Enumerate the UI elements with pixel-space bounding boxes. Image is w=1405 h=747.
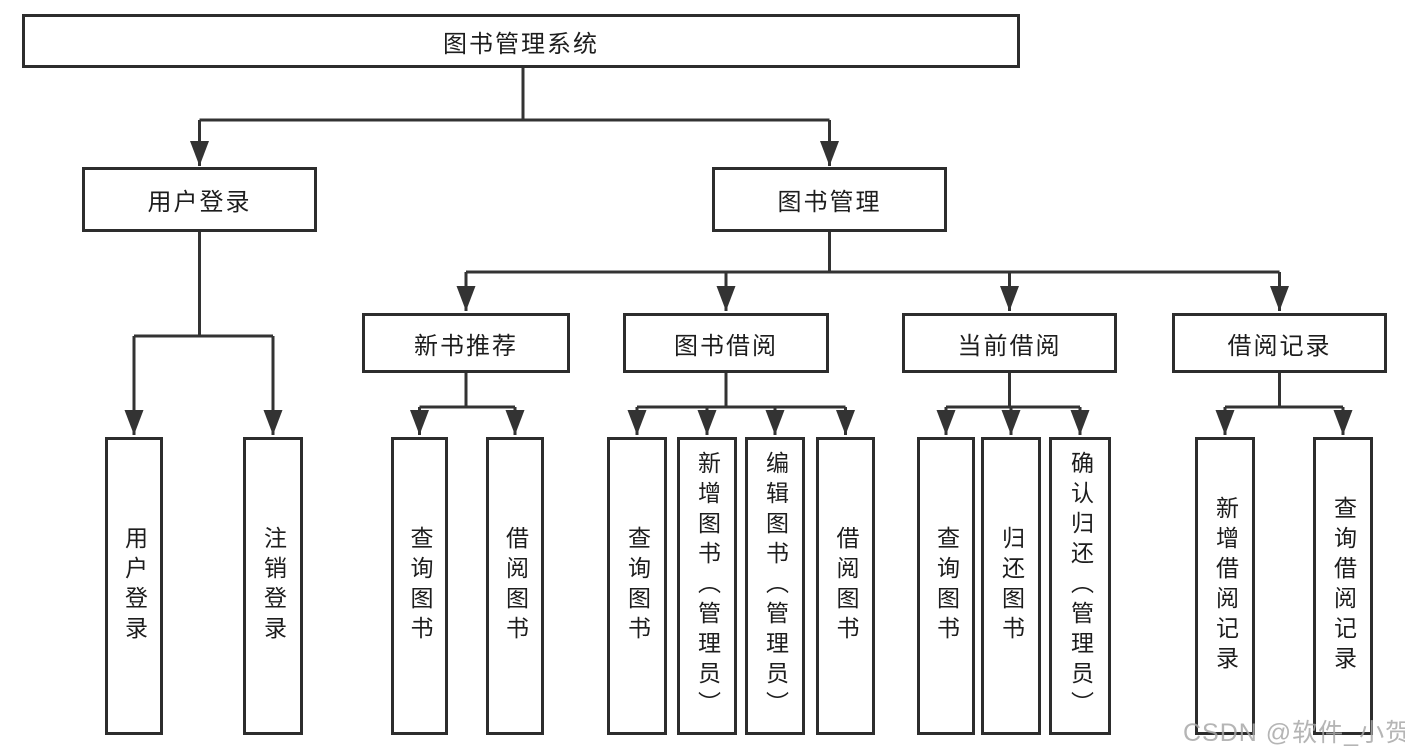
leaf-label: 新增图书（管理员）	[694, 451, 721, 721]
leaf-confirm-return-admin: 确认归还（管理员）	[1049, 437, 1111, 735]
leaf-label: 借阅图书	[502, 526, 529, 646]
node-user-login-branch: 用户登录	[82, 167, 317, 232]
leaf-label: 查询图书	[407, 526, 433, 646]
leaf-edit-books-admin: 编辑图书（管理员）	[745, 437, 805, 735]
leaf-query-borrow-record: 查询借阅记录	[1313, 437, 1373, 735]
leaf-label: 注销登录	[260, 526, 287, 646]
leaf-label: 查询图书	[933, 526, 960, 646]
node-book-borrow: 图书借阅	[623, 313, 829, 373]
csdn-watermark: CSDN @软件_小贺同学	[1183, 719, 1405, 747]
leaf-borrow-books: 借阅图书	[816, 437, 875, 735]
leaf-add-borrow-record: 新增借阅记录	[1195, 437, 1255, 735]
leaf-label: 查询图书	[624, 526, 651, 646]
leaf-user-login: 用户登录	[105, 437, 163, 735]
leaf-query-books-borrow: 查询图书	[607, 437, 667, 735]
node-current-borrow: 当前借阅	[902, 313, 1117, 373]
leaf-label: 借阅图书	[833, 526, 859, 646]
leaf-label: 查询借阅记录	[1330, 496, 1357, 676]
leaf-label: 确认归还（管理员）	[1067, 451, 1094, 721]
leaf-label: 新增借阅记录	[1212, 496, 1239, 676]
leaf-return-books: 归还图书	[981, 437, 1041, 735]
leaf-label: 用户登录	[121, 526, 148, 646]
node-root-system: 图书管理系统	[22, 14, 1020, 68]
leaf-query-books-recommend: 查询图书	[391, 437, 448, 735]
node-borrow-records: 借阅记录	[1172, 313, 1387, 373]
leaf-label: 归还图书	[998, 526, 1025, 646]
node-new-book-recommend: 新书推荐	[362, 313, 570, 373]
leaf-add-books-admin: 新增图书（管理员）	[677, 437, 737, 735]
leaf-logout: 注销登录	[243, 437, 303, 735]
leaf-borrow-books-recommend: 借阅图书	[486, 437, 544, 735]
leaf-query-books-current: 查询图书	[917, 437, 975, 735]
leaf-label: 编辑图书（管理员）	[762, 451, 789, 721]
node-book-management: 图书管理	[712, 167, 947, 232]
